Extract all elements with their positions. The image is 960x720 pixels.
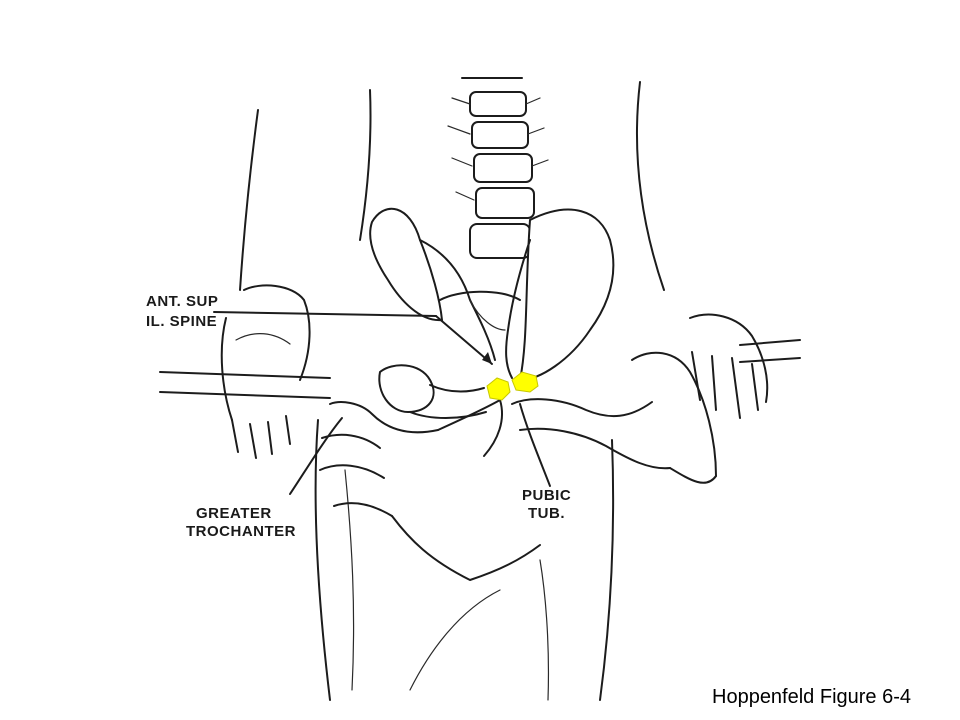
left-pubic-tubercle-marker <box>486 377 511 401</box>
pubic-label-line2: TUB. <box>528 505 565 522</box>
asis-label-line2: IL. SPINE <box>146 313 217 330</box>
asis-arrowhead <box>482 352 492 364</box>
pubic-label-line1: PUBIC <box>522 487 571 504</box>
lumbar-spine <box>447 77 549 259</box>
figure-caption: Hoppenfeld Figure 6-4 <box>712 686 912 708</box>
right-pubic-tubercle-marker <box>511 371 539 393</box>
pubic-tubercle-highlight <box>486 371 539 401</box>
patient-right-hand <box>689 313 769 419</box>
leader-lines <box>213 311 551 495</box>
trochanter-label-line2: TROCHANTER <box>186 523 296 540</box>
trochanter-label-line1: GREATER <box>196 505 272 522</box>
examiner-right-hand <box>319 399 550 701</box>
body-outline <box>239 81 665 701</box>
pelvis <box>369 207 615 382</box>
examiner-left-hand <box>511 351 717 484</box>
patient-left-hand <box>220 284 311 459</box>
hip-joint <box>378 364 487 419</box>
asis-label-line1: ANT. SUP <box>146 293 218 310</box>
